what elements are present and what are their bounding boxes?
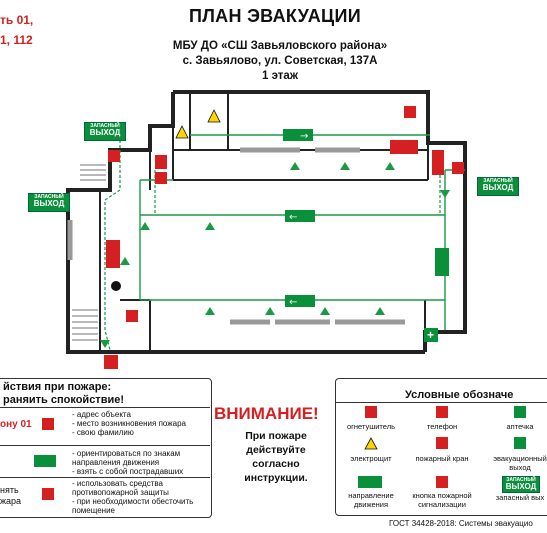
svg-text:←: ← [289, 212, 297, 223]
exit-sign-word: ВЫХОД [505, 482, 537, 491]
exit-sign-word: ВЫХОД [89, 128, 121, 137]
exit-sign-top-left: ЗАПАСНЫЙ ВЫХОД [84, 122, 126, 141]
warning-title: ВНИМАНИЕ! [214, 404, 319, 423]
warning-line: действуйте [246, 444, 306, 456]
exit-sign-small: ЗАПАСНЫЙ [34, 194, 64, 200]
gost-reference: ГОСТ 34428-2018: Системы эвакуацио [389, 519, 533, 528]
alarm-button-icon [436, 476, 448, 488]
spare-exit-icon: ЗАПАСНЫЙ ВЫХОД [502, 476, 540, 493]
exit-sign-small: ЗАПАСНЫЙ [90, 123, 120, 129]
organization-name: МБУ ДО «СШ Завьяловского района» [172, 40, 388, 52]
first-aid-icon [514, 406, 526, 418]
floor-label: 1 этаж [262, 70, 298, 82]
stairs [72, 164, 106, 341]
action-item: - свою фамилию [72, 428, 134, 437]
divider [0, 477, 210, 478]
direction-arrow-icon [34, 455, 56, 467]
actions-subtitle: раняить спокойствие! [3, 394, 124, 406]
actions-title: йствия при пожаре: [3, 381, 112, 393]
action-left: жара [0, 496, 22, 506]
legend-label: аптечка [506, 422, 534, 431]
legend-label: телефон [426, 422, 458, 431]
action-item: - взять с собой пострадавших [72, 467, 184, 476]
windows [67, 147, 405, 325]
divider [335, 402, 547, 403]
warning-line: инструкции. [244, 472, 308, 484]
fire-hose-icon [436, 437, 448, 449]
address: с. Завьялово, ул. Советская, 137А [182, 55, 378, 67]
action-left: нять [0, 485, 19, 495]
action-item: направления движения [72, 458, 160, 467]
direction-arrow-icon [358, 476, 382, 488]
warning-line: согласно [252, 458, 300, 470]
page-title: ПЛАН ЭВАКУАЦИИ [189, 6, 361, 26]
direction-signs: ← ← → [283, 129, 449, 308]
action-item: - использовать средства [72, 479, 163, 488]
exit-sign-left: ЗАПАСНЫЙ ВЫХОД [28, 193, 70, 212]
legend-label: огнетушитель [346, 422, 395, 431]
electric-hazard-icon [364, 437, 378, 450]
first-aid-icon [424, 328, 438, 342]
action-item: противопожарной защиты [72, 488, 169, 497]
legend-label: кнопка пожарной сигнализации [412, 491, 472, 509]
legend-label: направление движения [348, 491, 394, 509]
action-item: - при необходимости обесточить [72, 497, 194, 506]
warning-line: При пожаре [245, 430, 307, 442]
evac-exit-icon [514, 437, 526, 449]
action-item: - место возникновения пожара [72, 419, 186, 428]
svg-text:→: → [300, 131, 308, 142]
phone-icon [42, 418, 54, 430]
divider [0, 407, 210, 408]
floor-plan: ← ← → + [66, 90, 467, 369]
exit-sign-word: ВЫХОД [482, 183, 514, 192]
action-item: помещение [72, 506, 116, 515]
route-arrows [100, 162, 450, 348]
emergency-call-line-2: 1, 112 [0, 33, 33, 47]
evacuation-routes-secondary [104, 140, 441, 351]
legend-title: Условные обозначе [405, 389, 514, 401]
exit-sign-small: ЗАПАСНЫЙ [483, 178, 513, 184]
phone-icon [436, 406, 448, 418]
divider [0, 445, 210, 446]
extinguisher-icon [42, 488, 54, 500]
legend-label: запасный вых [495, 493, 545, 502]
action-item: - адрес объекта [72, 410, 131, 419]
exit-sign-small: ЗАПАСНЫЙ [506, 477, 536, 483]
call-number: ону 01 [0, 419, 32, 430]
exit-sign-right: ЗАПАСНЫЙ ВЫХОД [477, 177, 519, 196]
fire-actions-box [0, 378, 212, 518]
svg-text:←: ← [289, 297, 297, 308]
legend-label: пожарный кран [415, 454, 469, 463]
extinguisher-icon [365, 406, 377, 418]
action-item: - ориентироваться по знакам [72, 449, 181, 458]
legend-label: эвакуационный выход [493, 454, 547, 472]
fire-equipment [104, 106, 464, 369]
svg-text:+: + [427, 328, 434, 342]
electric-panels [175, 109, 221, 139]
emergency-call-line-1: ть 01, [0, 13, 34, 27]
exit-sign-word: ВЫХОД [33, 199, 65, 208]
legend-label: электрощит [350, 454, 392, 463]
